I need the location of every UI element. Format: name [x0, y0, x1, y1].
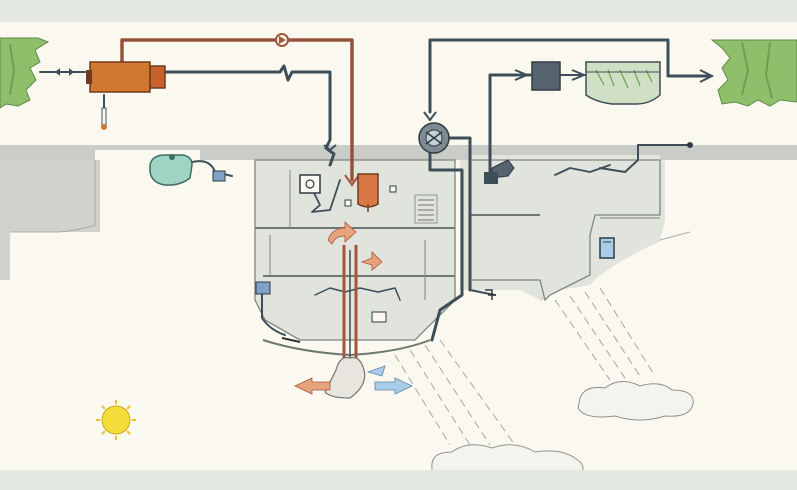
thermometer-icon: [101, 108, 107, 130]
bottom-frame-band: [0, 470, 797, 490]
washbasin-icon: [150, 154, 192, 185]
valve-icon: [213, 171, 225, 181]
filter-icon: [586, 62, 660, 104]
boiler-icon: [300, 175, 320, 193]
heat-exchanger-icon: [419, 123, 449, 153]
top-frame-band: [0, 0, 797, 22]
heater-icon: [86, 62, 165, 92]
radiator-icon: [256, 282, 270, 294]
storage-tank-icon: [600, 238, 614, 258]
hot-water-tank-icon: [358, 174, 378, 212]
ventilation-box-icon: [532, 62, 560, 90]
sun-icon: [96, 400, 136, 440]
tree-icon: [712, 40, 797, 106]
pump-icon: [276, 34, 288, 46]
toilet-icon: [372, 312, 386, 322]
